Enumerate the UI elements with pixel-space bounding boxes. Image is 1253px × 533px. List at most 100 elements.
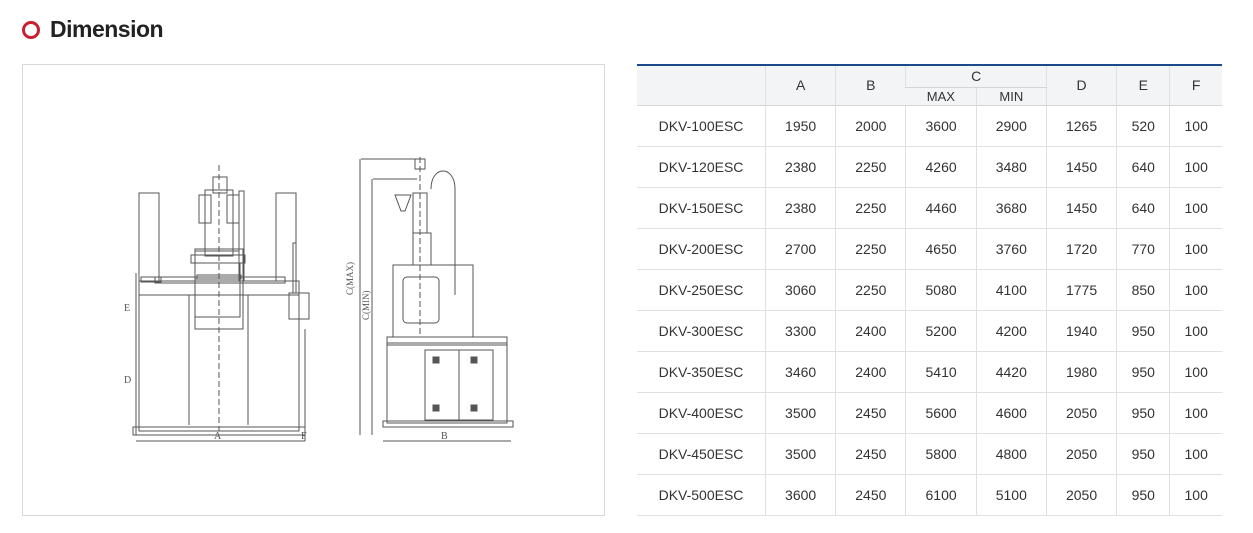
cell-a: 3500 xyxy=(764,433,836,475)
cell-c-max: 5600 xyxy=(905,392,977,434)
cell-c-min: 4100 xyxy=(975,269,1047,311)
header-c: C xyxy=(905,64,1047,88)
cell-a: 3600 xyxy=(764,474,836,516)
cell-f: 100 xyxy=(1169,269,1222,311)
cell-c-max: 4460 xyxy=(905,187,977,229)
cell-b: 2400 xyxy=(835,310,906,352)
cell-a: 2700 xyxy=(764,228,836,270)
cell-a: 1950 xyxy=(764,105,836,147)
cell-c-max: 5800 xyxy=(905,433,977,475)
cell-b: 2250 xyxy=(835,228,906,270)
cell-b: 2450 xyxy=(835,433,906,475)
cell-e: 950 xyxy=(1116,310,1170,352)
cell-f: 100 xyxy=(1169,146,1222,188)
section-header: Dimension xyxy=(22,16,164,43)
cell-b: 2000 xyxy=(835,105,906,147)
cell-f: 100 xyxy=(1169,351,1222,393)
cell-model: DKV-300ESC xyxy=(637,310,766,352)
cell-f: 100 xyxy=(1169,433,1222,475)
label-d: D xyxy=(124,375,131,386)
label-b: B xyxy=(441,431,448,442)
cell-d: 1775 xyxy=(1045,269,1117,311)
cell-c-max: 5200 xyxy=(905,310,977,352)
cell-c-max: 5410 xyxy=(905,351,977,393)
cell-c-max: 4260 xyxy=(905,146,977,188)
cell-b: 2400 xyxy=(835,351,906,393)
cell-e: 950 xyxy=(1116,351,1170,393)
cell-c-min: 3760 xyxy=(975,228,1047,270)
cell-d: 1720 xyxy=(1045,228,1117,270)
cell-e: 950 xyxy=(1116,474,1170,516)
cell-d: 1450 xyxy=(1045,187,1117,229)
cell-d: 2050 xyxy=(1045,433,1117,475)
cell-a: 3060 xyxy=(764,269,836,311)
cell-c-max: 4650 xyxy=(905,228,977,270)
cell-c-min: 4420 xyxy=(975,351,1047,393)
cell-e: 770 xyxy=(1116,228,1170,270)
cell-b: 2250 xyxy=(835,187,906,229)
header-c-max: MAX xyxy=(905,87,977,106)
cell-a: 3500 xyxy=(764,392,836,434)
cell-c-min: 4200 xyxy=(975,310,1047,352)
cell-d: 1265 xyxy=(1045,105,1117,147)
cell-e: 950 xyxy=(1116,392,1170,434)
cell-b: 2250 xyxy=(835,146,906,188)
cell-a: 3300 xyxy=(764,310,836,352)
machine-dimension-drawing: E D A F C(MAX) C(MIN xyxy=(22,64,605,516)
cell-d: 2050 xyxy=(1045,474,1117,516)
cell-c-max: 3600 xyxy=(905,105,977,147)
circle-bullet-icon xyxy=(22,20,40,39)
cell-f: 100 xyxy=(1169,187,1222,229)
cell-c-min: 3480 xyxy=(975,146,1047,188)
cell-c-min: 2900 xyxy=(975,105,1047,147)
label-c-max: C(MAX) xyxy=(345,262,355,295)
cell-c-max: 5080 xyxy=(905,269,977,311)
cell-d: 2050 xyxy=(1045,392,1117,434)
cell-a: 3460 xyxy=(764,351,836,393)
section-title: Dimension xyxy=(50,16,164,42)
cell-a: 2380 xyxy=(764,146,836,188)
cell-f: 100 xyxy=(1169,392,1222,434)
cell-e: 950 xyxy=(1116,433,1170,475)
cell-model: DKV-450ESC xyxy=(637,433,766,475)
cell-c-min: 4600 xyxy=(975,392,1047,434)
cell-d: 1450 xyxy=(1045,146,1117,188)
cell-d: 1940 xyxy=(1045,310,1117,352)
cell-model: DKV-150ESC xyxy=(637,187,766,229)
cell-c-min: 5100 xyxy=(975,474,1047,516)
cell-c-min: 4800 xyxy=(975,433,1047,475)
cell-a: 2380 xyxy=(764,187,836,229)
cell-e: 640 xyxy=(1116,187,1170,229)
header-model xyxy=(637,64,766,106)
cell-d: 1980 xyxy=(1045,351,1117,393)
header-b: B xyxy=(835,64,906,106)
cell-c-min: 3680 xyxy=(975,187,1047,229)
header-c-min: MIN xyxy=(975,87,1047,106)
cell-f: 100 xyxy=(1169,474,1222,516)
cell-model: DKV-120ESC xyxy=(637,146,766,188)
cell-b: 2450 xyxy=(835,474,906,516)
header-d: D xyxy=(1045,64,1117,106)
header-f: F xyxy=(1169,64,1222,106)
cell-model: DKV-400ESC xyxy=(637,392,766,434)
header-a: A xyxy=(764,64,836,106)
label-e: E xyxy=(124,303,130,314)
cell-e: 520 xyxy=(1116,105,1170,147)
cell-e: 850 xyxy=(1116,269,1170,311)
side-view: C(MAX) C(MIN) B xyxy=(345,157,514,442)
cell-model: DKV-200ESC xyxy=(637,228,766,270)
cell-f: 100 xyxy=(1169,228,1222,270)
cell-f: 100 xyxy=(1169,310,1222,352)
header-e: E xyxy=(1116,64,1170,106)
cell-model: DKV-100ESC xyxy=(637,105,766,147)
